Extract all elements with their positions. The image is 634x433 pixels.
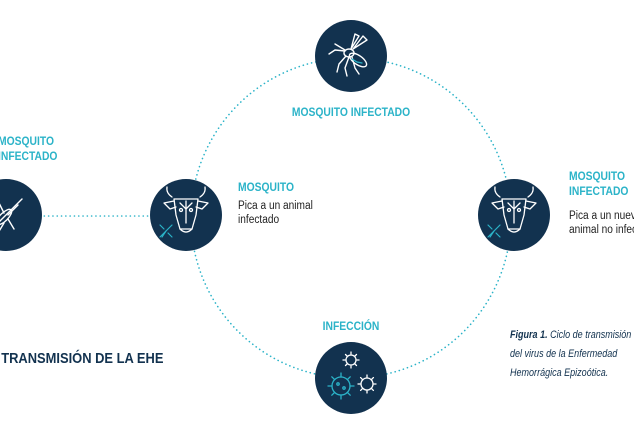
figure-caption-text-1: Ciclo de transmisión (550, 329, 632, 341)
node-left-cow (150, 179, 222, 251)
left-inner-desc-line1: Pica a un animal (238, 200, 313, 212)
figure-label: Figura 1. (510, 329, 548, 341)
node-far-left-mosquito (0, 179, 42, 251)
far-left-label-line2: INFECTADO (0, 149, 58, 163)
cow-with-mosquito-icon (159, 186, 209, 238)
figure-caption-line1: Figura 1. Ciclo de transmisión (510, 326, 631, 344)
left-inner-label: MOSQUITO (238, 180, 295, 194)
mosquito-icon (328, 33, 368, 77)
bottom-node-label: INFECCIÓN (322, 319, 380, 333)
figure-caption-line2: del virus de la Enfermedad (510, 348, 618, 360)
figure-caption-line3: Hemorrágica Epizoótica. (510, 367, 609, 379)
virus-icon (327, 351, 377, 400)
node-right-cow (478, 179, 550, 251)
top-node-label: MOSQUITO INFECTADO (291, 105, 411, 119)
node-top-mosquito (315, 20, 387, 92)
node-bottom-infection (315, 342, 387, 414)
mosquito-icon (0, 198, 23, 232)
right-label-line1: MOSQUITO (569, 169, 626, 183)
right-desc-line1: Pica a un nuevo (569, 210, 634, 222)
right-desc-line2: animal no infectado (569, 224, 634, 236)
left-inner-desc-line2: infectado (238, 214, 280, 226)
far-left-label-line1: MOSQUITO (0, 134, 55, 148)
right-label-line2: INFECTADO (569, 184, 629, 198)
cow-with-mosquito-icon (487, 186, 537, 238)
diagram-heading: CICLO DE TRANSMISIÓN DE LA EHE (0, 350, 164, 367)
